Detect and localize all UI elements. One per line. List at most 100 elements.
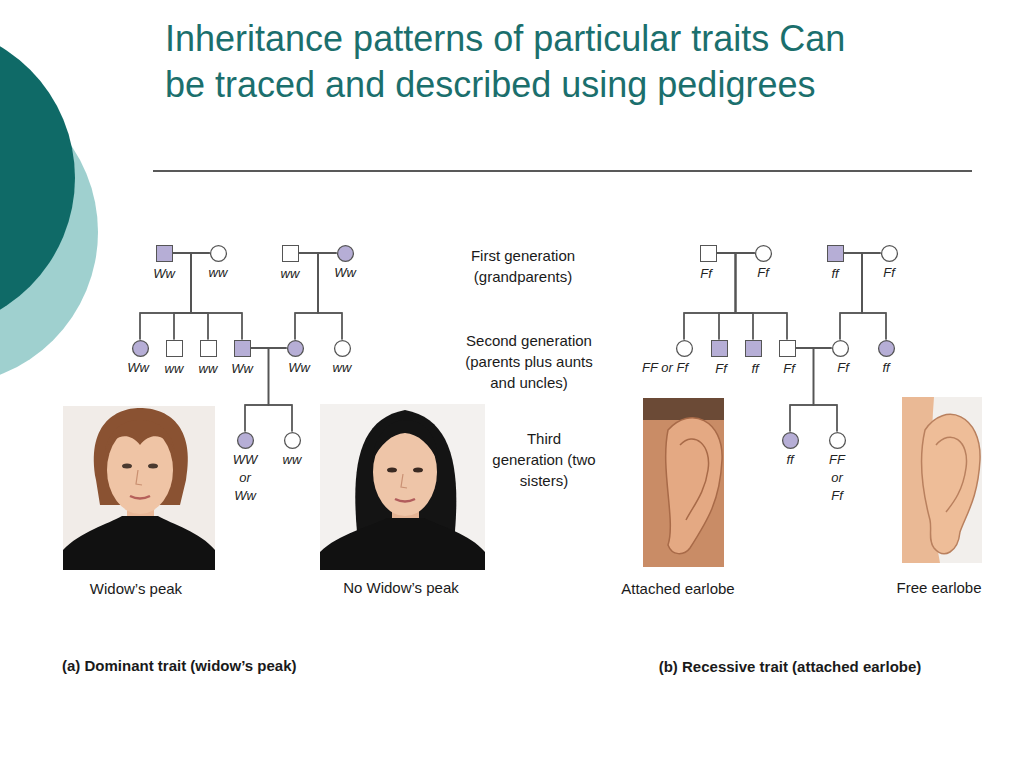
- straight-hairline: [372, 420, 438, 462]
- photo-caption: No Widow’s peak: [301, 577, 501, 598]
- circle-outline: [334, 340, 351, 357]
- genotype-label: Ff: [715, 360, 727, 378]
- female-circle: [334, 340, 350, 356]
- descent-line: [684, 253, 755, 340]
- hair: [643, 398, 724, 420]
- female-circle: [237, 432, 253, 448]
- female-symbol: ff: [782, 432, 799, 449]
- widows-peak-hairline: [105, 420, 175, 450]
- genotype-label: Ww: [288, 359, 310, 377]
- female-circle: [829, 432, 845, 448]
- title-rule: [153, 170, 972, 172]
- descent-line: [140, 253, 191, 340]
- male-symbol: Ww: [156, 245, 173, 262]
- panel-caption: (a) Dominant trait (widow’s peak): [62, 655, 296, 676]
- descent-line: [318, 253, 342, 340]
- photo-ground: [320, 404, 485, 570]
- circle-outline: [881, 245, 898, 262]
- nose: [401, 474, 407, 488]
- circle-outline: [832, 340, 849, 357]
- widows-peak-photo: [63, 406, 215, 570]
- circle-outline: [287, 340, 304, 357]
- female-symbol: Ff: [881, 245, 898, 262]
- circle-outline: [237, 432, 254, 449]
- circle-outline: [132, 340, 149, 357]
- male-symbol: Ff: [711, 340, 728, 357]
- descent-line: [140, 253, 210, 340]
- circle-outline: [782, 432, 799, 449]
- descent-line: [245, 348, 287, 432]
- ear: [921, 414, 980, 553]
- genotype-label: Ww: [127, 359, 149, 377]
- female-circle: [132, 340, 148, 356]
- female-symbol: Ww: [337, 245, 354, 262]
- female-symbol: Ww: [287, 340, 304, 357]
- descent-line: [295, 253, 318, 340]
- circle-outline: [337, 245, 354, 262]
- slide-title: Inheritance patterns of particular trait…: [165, 16, 855, 108]
- female-symbol: ww: [334, 340, 351, 357]
- ear: [666, 418, 722, 554]
- nose: [136, 470, 142, 485]
- descent-line: [173, 253, 243, 340]
- genotype-label: Ff: [783, 360, 795, 378]
- descent-line: [174, 253, 210, 340]
- female-symbol: Ff: [755, 245, 772, 262]
- female-circle: [782, 432, 798, 448]
- female-circle: [755, 245, 771, 261]
- generation-label: First generation (grandparents): [447, 245, 599, 287]
- genotype-label: ff: [751, 360, 758, 378]
- genotype-label: WW or Ww: [232, 451, 259, 505]
- genotype-label: ff: [882, 359, 889, 377]
- photo-ground: [63, 406, 215, 570]
- circle-outline: [878, 340, 895, 357]
- genotype-label: ww: [333, 359, 352, 377]
- male-symbol: ww: [166, 340, 183, 357]
- female-symbol: ww: [210, 245, 227, 262]
- circle-outline: [284, 432, 301, 449]
- male-symbol: Ww: [234, 340, 251, 357]
- genotype-label: Ww: [231, 360, 253, 378]
- eye: [413, 468, 423, 473]
- circle-outline: [755, 245, 772, 262]
- genotype-label: ww: [283, 451, 302, 469]
- descent-line: [684, 253, 736, 340]
- photo-ground: [902, 397, 982, 563]
- descent-line: [191, 253, 242, 340]
- genotype-label: Ff: [837, 359, 849, 377]
- genotype-label: Ff: [700, 265, 712, 283]
- genotype-label: ww: [199, 360, 218, 378]
- female-circle: [287, 340, 303, 356]
- male-symbol: Ff: [700, 245, 717, 262]
- descent-line: [844, 253, 887, 340]
- female-symbol: FF or Ff: [829, 432, 846, 449]
- descent-line: [796, 348, 838, 432]
- mouth: [395, 499, 415, 502]
- eye: [387, 468, 397, 473]
- descent-line: [295, 253, 337, 340]
- circle-outline: [829, 432, 846, 449]
- photo-caption: Widow’s peak: [36, 578, 236, 599]
- no-widows-peak-photo: [320, 404, 485, 570]
- photo-caption: Attached earlobe: [578, 578, 778, 599]
- genotype-label: Ww: [153, 265, 175, 283]
- female-circle: [337, 245, 353, 261]
- male-symbol: Ff: [779, 340, 796, 357]
- female-symbol: ff: [878, 340, 895, 357]
- female-circle: [284, 432, 300, 448]
- genotype-label: ff: [786, 451, 793, 469]
- female-circle: [210, 245, 226, 261]
- descent-line: [790, 348, 814, 432]
- genotype-label: ww: [281, 265, 300, 283]
- descent-line: [840, 253, 881, 340]
- circle-outline: [210, 245, 227, 262]
- turtleneck: [320, 518, 485, 570]
- female-circle: [881, 245, 897, 261]
- descent-line: [245, 348, 269, 432]
- descent-line: [719, 253, 755, 340]
- male-symbol: ww: [282, 245, 299, 262]
- circle-outline: [676, 340, 693, 357]
